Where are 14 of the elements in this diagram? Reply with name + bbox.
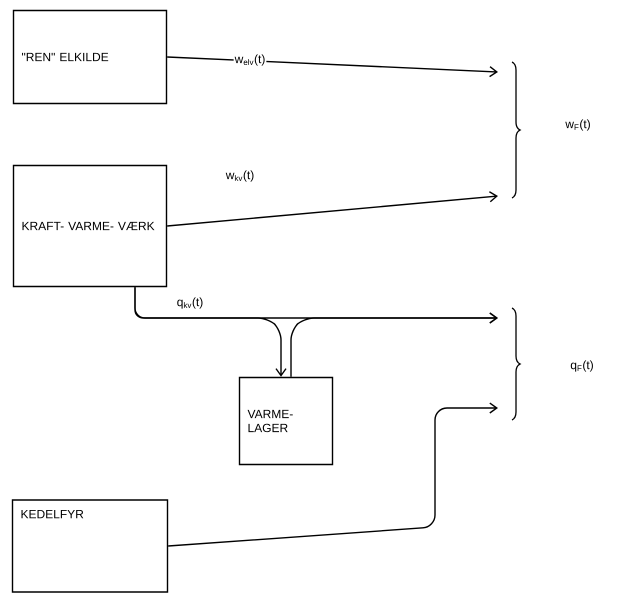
arrow [167,191,498,227]
edge-label: w$_{kv}$(t) [224,169,256,183]
arrow [168,402,498,547]
sum-label: w$_{F}$(t) [565,119,590,131]
process-box: "REN" ELKILDE [12,10,168,104]
arrow [290,312,498,377]
sum-label: q$_{F}$(t) [570,360,593,372]
arrow [134,287,287,377]
process-box: KEDELFYR [12,499,168,593]
edge-label: q$_{kv}$(t) [176,296,204,310]
edge-label: w$_{elv}$(t) [234,53,266,67]
process-box: VARME- LAGER [238,376,334,466]
arrow [167,56,498,78]
process-box: KRAFT- VARME- VÆRK [12,164,168,288]
